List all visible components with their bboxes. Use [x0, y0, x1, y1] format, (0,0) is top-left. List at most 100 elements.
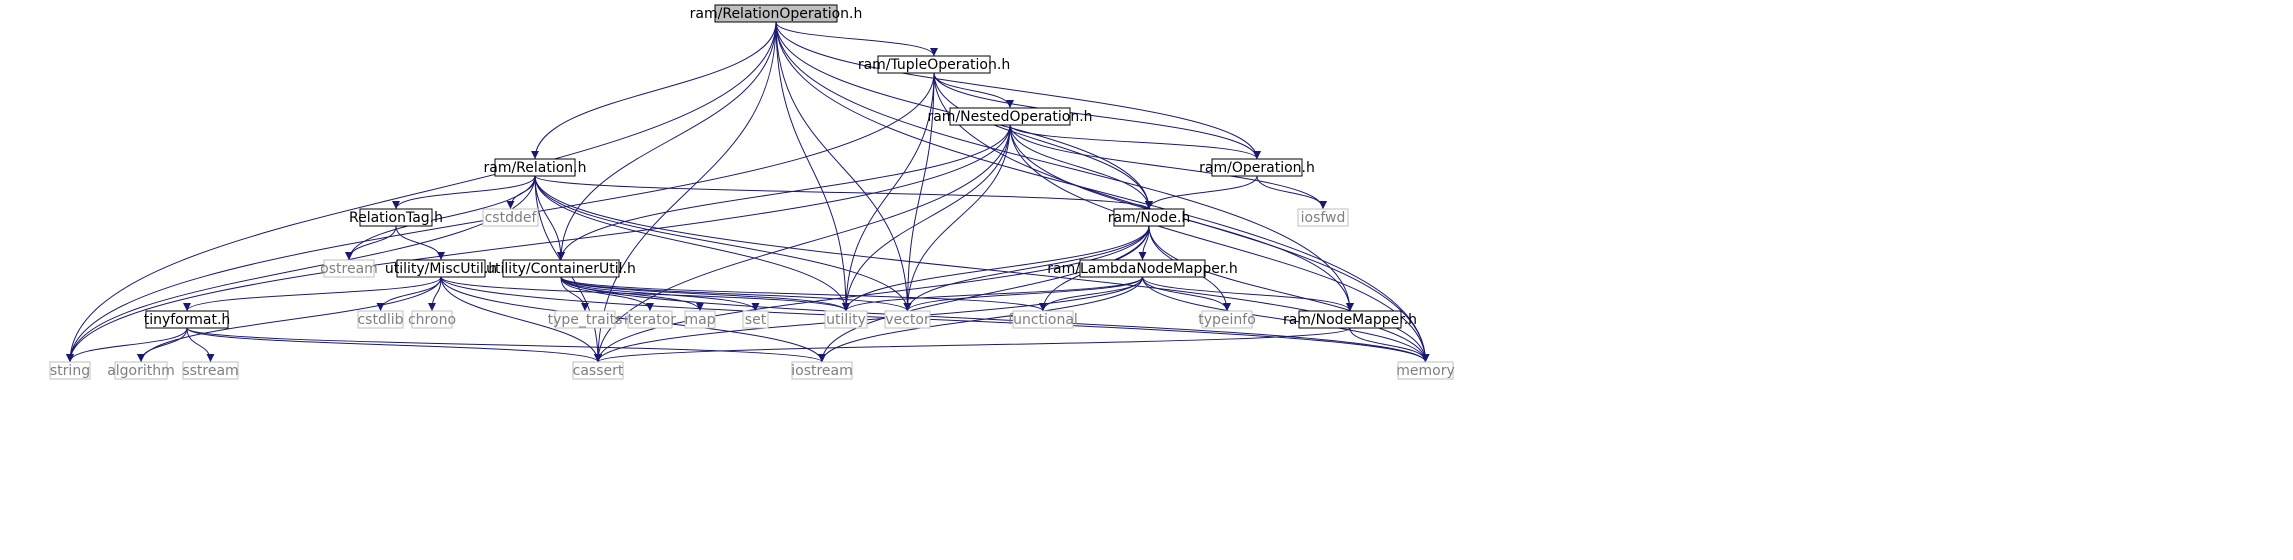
edge-tinyformat-to-iostream — [186, 327, 826, 363]
edge-nested-to-containerutil — [557, 124, 1011, 261]
node-lambda-label: ram/LambdaNodeMapper.h — [1047, 261, 1237, 277]
node-nested[interactable]: ram/NestedOperation.h — [927, 107, 1093, 126]
node-miscutil-label: utility/MiscUtil.h — [385, 261, 497, 277]
node-typeinfo: typeinfo — [1198, 310, 1256, 329]
node-typeinfo-label: typeinfo — [1198, 312, 1256, 328]
node-type_traits-box — [554, 310, 616, 329]
node-relationtag-box — [359, 208, 433, 227]
node-string-box — [49, 361, 91, 380]
node-ostream-box — [323, 259, 375, 278]
edge-nested-to-memory — [1009, 124, 1430, 363]
node-sstream-box — [182, 361, 239, 380]
edge-relation-to-vector — [534, 175, 912, 312]
node-tinyformat-box — [145, 310, 229, 329]
node-root-box — [714, 4, 838, 23]
node-containerutil[interactable]: utility/ContainerUtil.h — [486, 259, 636, 278]
edge-miscutil-to-tinyformat — [183, 276, 442, 312]
node-string-label: string — [50, 363, 90, 379]
node-functional-label: functional — [1008, 312, 1078, 328]
node-cassert-label: cassert — [573, 363, 624, 379]
node-layer: ram/RelationOperation.h ram/TupleOperatio… — [49, 4, 1455, 380]
node-tuple-box — [877, 55, 991, 74]
node-miscutil-box — [396, 259, 486, 278]
node-relation-box — [494, 158, 576, 177]
node-typeinfo-box — [1201, 310, 1253, 329]
node-nodemapper[interactable]: ram/NodeMapper.h — [1283, 310, 1417, 329]
edge-tuple-to-nested — [933, 72, 1014, 109]
node-relation[interactable]: ram/Relation.h — [483, 158, 587, 177]
edge-relationtag-to-ostream — [345, 225, 397, 261]
edge-miscutil-to-memory — [440, 276, 1430, 363]
edge-lambda-to-typeinfo — [1142, 276, 1231, 312]
edge-relation-to-relationtag — [392, 175, 536, 210]
node-nested-label: ram/NestedOperation.h — [927, 109, 1092, 125]
node-memory: memory — [1396, 361, 1455, 380]
node-node[interactable]: ram/Node.h — [1108, 208, 1191, 227]
node-set-box — [742, 310, 769, 329]
edge-nodemapper-to-memory — [1349, 327, 1430, 363]
node-chrono: chrono — [408, 310, 456, 329]
node-containerutil-label: utility/ContainerUtil.h — [486, 261, 636, 277]
edge-miscutil-to-utility — [440, 276, 850, 312]
node-ostream-label: ostream — [320, 261, 378, 277]
edge-root-to-nodemapper — [775, 21, 1354, 312]
edge-tinyformat-to-cassert — [186, 327, 602, 363]
node-algorithm-box — [114, 361, 168, 380]
node-memory-label: memory — [1396, 363, 1455, 379]
node-iostream-box — [791, 361, 853, 380]
node-relationtag[interactable]: RelationTag.h — [349, 208, 443, 227]
node-ostream: ostream — [320, 259, 378, 278]
edge-tuple-to-operation — [933, 72, 1261, 160]
node-string: string — [49, 361, 91, 380]
node-root[interactable]: ram/RelationOperation.h — [690, 4, 863, 23]
node-functional-box — [1012, 310, 1074, 329]
edge-lambda-to-utility — [842, 276, 1143, 312]
edge-containerutil-to-vector — [560, 276, 912, 312]
node-algorithm: algorithm — [107, 361, 175, 380]
node-iosfwd: iosfwd — [1297, 208, 1349, 227]
edge-relation-to-memory — [534, 175, 1430, 363]
edge-root-to-tuple — [775, 21, 938, 57]
node-memory-box — [1397, 361, 1454, 380]
edge-relation-to-utility — [534, 175, 850, 312]
node-cassert-box — [572, 361, 624, 380]
node-operation[interactable]: ram/Operation.h — [1199, 158, 1315, 177]
node-vector-box — [884, 310, 931, 329]
node-iosfwd-label: iosfwd — [1301, 210, 1346, 226]
edge-containerutil-to-set — [560, 276, 760, 312]
edge-containerutil-to-functional — [560, 276, 1047, 312]
node-set-label: set — [745, 312, 767, 328]
node-type_traits: type_traits — [548, 310, 623, 329]
node-cstddef-box — [482, 208, 539, 227]
node-lambda[interactable]: ram/LambdaNodeMapper.h — [1047, 259, 1238, 278]
edge-nested-to-vector — [903, 124, 1011, 312]
node-containerutil-box — [502, 259, 620, 278]
edge-lambda-to-vector — [903, 276, 1143, 312]
node-tuple[interactable]: ram/TupleOperation.h — [858, 55, 1010, 74]
edge-tuple-to-node — [933, 72, 1153, 210]
edge-lambda-to-iostream — [818, 276, 1143, 363]
node-algorithm-label: algorithm — [107, 363, 175, 379]
node-type_traits-label: type_traits — [548, 312, 623, 328]
node-utility-label: utility — [826, 312, 866, 328]
node-sstream: sstream — [182, 361, 239, 380]
node-tinyformat[interactable]: tinyformat.h — [144, 310, 231, 329]
node-chrono-box — [411, 310, 453, 329]
node-node-box — [1113, 208, 1185, 227]
node-vector-label: vector — [885, 312, 930, 328]
edge-lambda-to-memory — [1142, 276, 1430, 363]
node-map-label: map — [684, 312, 715, 328]
node-miscutil[interactable]: utility/MiscUtil.h — [385, 259, 497, 278]
node-utility-box — [824, 310, 868, 329]
node-nested-box — [949, 107, 1071, 126]
node-sstream-label: sstream — [182, 363, 238, 379]
edge-relationtag-to-miscutil — [395, 225, 445, 261]
node-iterator-box — [627, 310, 673, 329]
edge-tinyformat-to-string — [66, 327, 188, 363]
edge-tinyformat-to-sstream — [186, 327, 215, 363]
edge-miscutil-to-chrono — [428, 276, 442, 312]
edge-miscutil-to-cassert — [440, 276, 602, 363]
edge-node-to-cassert — [594, 225, 1150, 363]
node-nodemapper-box — [1298, 310, 1402, 329]
